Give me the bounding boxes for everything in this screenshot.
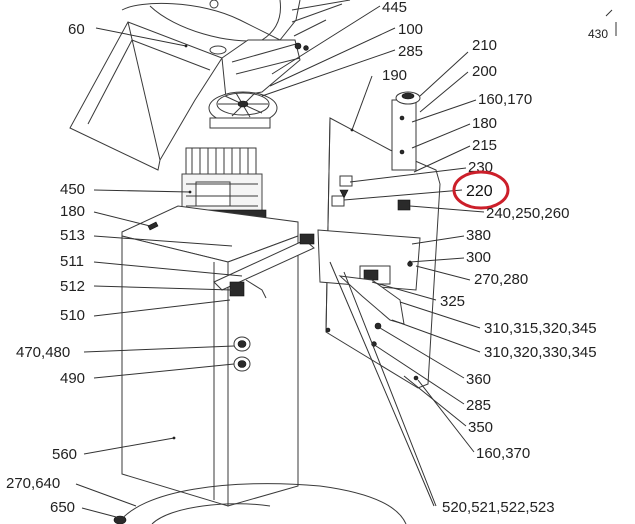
label-512: 512: [60, 278, 85, 295]
leader-lines: [75, 5, 613, 519]
label-210: 210: [472, 37, 497, 54]
label-450: 450: [60, 181, 85, 198]
label-325: 325: [440, 293, 465, 310]
label-60: 60: [68, 21, 85, 38]
highlight-circle: [452, 170, 510, 210]
label-300: 300: [466, 249, 491, 266]
label-160-370: 160,370: [476, 445, 530, 462]
label-310-320-330-345: 310,320,330,345: [484, 344, 597, 361]
label-240-250-260: 240,250,260: [486, 205, 569, 222]
label-560: 560: [52, 446, 77, 463]
label-310-315-320-345: 310,315,320,345: [484, 320, 597, 337]
hopper-assembly: [69, 0, 351, 171]
label-360: 360: [466, 371, 491, 388]
label-470-480: 470,480: [16, 344, 70, 361]
label-510: 510: [60, 307, 85, 324]
callout-labels: 60 445 100 285 430 210 200 190 160,170 1…: [6, 0, 617, 516]
label-190: 190: [382, 67, 407, 84]
label-513: 513: [60, 227, 85, 244]
label-270-640: 270,640: [6, 475, 60, 492]
label-100: 100: [398, 21, 423, 38]
control-panel: [317, 91, 441, 389]
cabinet: [121, 205, 315, 507]
label-215: 215: [472, 137, 497, 154]
label-490: 490: [60, 370, 85, 387]
label-380: 380: [466, 227, 491, 244]
label-220-highlighted: 220: [466, 183, 493, 200]
label-160-170: 160,170: [478, 91, 532, 108]
label-180-left: 180: [60, 203, 85, 220]
label-200: 200: [472, 63, 497, 80]
label-445: 445: [382, 0, 407, 16]
label-285-top: 285: [398, 43, 423, 60]
label-430: 430: [588, 27, 608, 41]
label-520-521-522-523: 520,521,522,523: [442, 499, 555, 516]
label-350: 350: [468, 419, 493, 436]
label-511: 511: [60, 253, 84, 270]
label-285-bottom: 285: [466, 397, 491, 414]
label-180-right: 180: [472, 115, 497, 132]
base-ring: [113, 483, 407, 524]
label-270-280: 270,280: [474, 271, 528, 288]
label-650: 650: [50, 499, 75, 516]
